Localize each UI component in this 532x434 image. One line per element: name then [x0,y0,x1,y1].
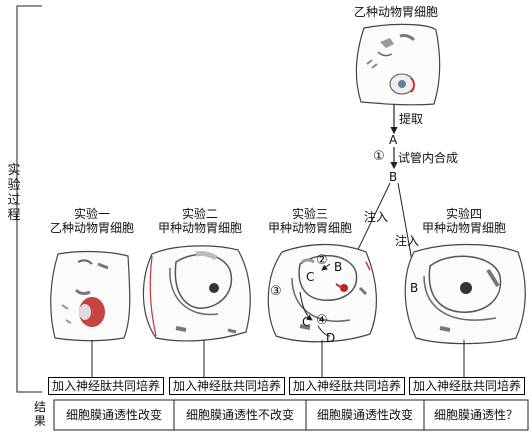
exp2-name: 实验二 [181,207,218,221]
result-label: 结果 [33,400,46,428]
exp4-cell [404,243,526,345]
synthesis-label: 试管内合成 [398,151,459,165]
exp1-cell-label: 乙种动物胃细胞 [49,221,134,235]
exp3-treatment-box: 加入神经肽共同培养 [289,377,405,395]
exp3-marker-c-bottom: C [302,315,311,329]
exp3-marker-3: ③ [270,284,282,299]
process-bracket [16,5,42,393]
exp1-result: 细胞膜通透性改变 [65,408,162,422]
exp3-marker-4: ④ [316,313,328,328]
source-cell [355,23,441,106]
exp3-name: 实验三 [291,207,328,221]
exp3-cell-label: 甲种动物胃细胞 [267,221,352,235]
step-one-marker: ① [373,149,385,164]
extract-label: 提取 [399,112,424,126]
inject-label-exp4: 注入 [395,234,420,248]
point-a-label: A [389,133,398,147]
exp2-result: 细胞膜通透性不改变 [185,408,294,422]
exp4-treatment-box: 加入神经肽共同培养 [409,377,525,395]
exp3-marker-d: D [326,331,336,345]
exp4-cell-label: 甲种动物胃细胞 [421,221,506,235]
exp2-cell [142,245,251,342]
result-table [53,399,529,431]
exp3-result: 细胞膜通透性改变 [316,408,413,422]
point-b-label: B [389,170,398,184]
exp3-cell [267,243,377,343]
exp2-treatment-box: 加入神经肽共同培养 [169,377,285,395]
exp2-cell-label: 甲种动物胃细胞 [157,221,242,235]
exp1-name: 实验一 [73,207,110,221]
exp4-name: 实验四 [445,207,482,221]
inject-label-exp3: 注入 [364,210,389,224]
exp1-treatment-box: 加入神经肽共同培养 [48,377,164,395]
process-label: 实验过程 [7,163,21,223]
exp3-marker-2: ② [316,253,328,268]
exp1-cell [50,250,131,342]
exp3-marker-c-top: C [306,270,315,284]
exp3-marker-b: B [334,260,343,274]
exp4-result: 细胞膜通透性？ [433,408,518,422]
source-cell-title: 乙种动物胃细胞 [353,5,438,19]
exp4-marker-b: B [410,281,419,295]
